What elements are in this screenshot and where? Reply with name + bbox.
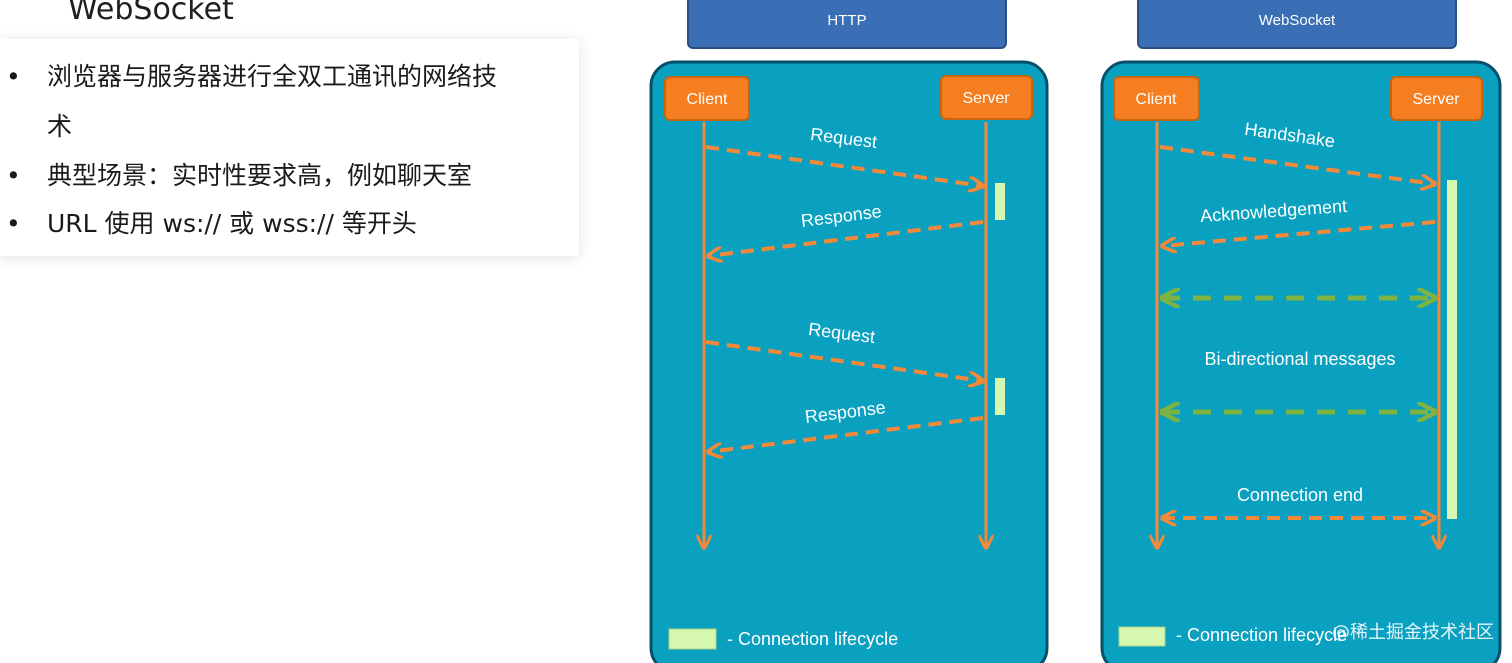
websocket-diagram: WebSocket Client Server Handshake Acknow… bbox=[1100, 0, 1502, 663]
websocket-server-label: Server bbox=[1412, 91, 1460, 108]
http-request-arrow bbox=[705, 145, 983, 186]
websocket-message-label: Bi-directional messages bbox=[1204, 349, 1395, 369]
bullet-dot: • bbox=[6, 209, 21, 238]
bullet-dot: • bbox=[6, 161, 21, 190]
websocket-header-label: WebSocket bbox=[1259, 12, 1336, 29]
websocket-acknowledgement-arrow bbox=[1162, 220, 1436, 246]
http-header-label: HTTP bbox=[827, 12, 866, 29]
http-request-arrow bbox=[705, 340, 983, 381]
http-response-arrow bbox=[708, 220, 984, 256]
websocket-client-box bbox=[1113, 76, 1200, 121]
bullet-card: • 浏览器与服务器进行全双工通讯的网络技 术 • 典型场景：实时性要求高，例如聊… bbox=[0, 39, 579, 256]
bullet-text: URL 使用 ws:// 或 wss:// 等开头 bbox=[47, 209, 417, 238]
websocket-client-label: Client bbox=[1136, 91, 1177, 108]
http-client-label: Client bbox=[687, 91, 728, 108]
http-diagram: HTTP Client Server Request Response Requ… bbox=[649, 0, 1049, 663]
bullet-text: 浏览器与服务器进行全双工通讯的网络技 bbox=[47, 62, 498, 91]
http-response-arrow bbox=[708, 416, 984, 452]
http-legend-swatch bbox=[668, 628, 717, 650]
http-connection-lifecycle-bar bbox=[995, 183, 1005, 220]
http-client-box bbox=[664, 76, 750, 121]
slide-title: WebSocket bbox=[68, 0, 234, 27]
websocket-handshake-arrow bbox=[1159, 145, 1435, 184]
http-legend-label: - Connection lifecycle bbox=[727, 629, 898, 649]
watermark: @稀土掘金技术社区 bbox=[1332, 622, 1494, 643]
http-server-box bbox=[940, 75, 1033, 120]
websocket-legend-swatch bbox=[1118, 626, 1166, 647]
http-connection-lifecycle-bar bbox=[995, 378, 1005, 415]
websocket-legend-label: - Connection lifecycle bbox=[1176, 625, 1347, 645]
websocket-header-box bbox=[1137, 0, 1457, 49]
bullet-dot: • bbox=[6, 62, 21, 91]
http-server-label: Server bbox=[962, 90, 1010, 107]
websocket-server-box bbox=[1390, 76, 1483, 121]
http-panel bbox=[649, 60, 1049, 663]
bullet-text: 典型场景：实时性要求高，例如聊天室 bbox=[47, 161, 473, 190]
websocket-message-label: Connection end bbox=[1237, 485, 1363, 505]
bullet-text: 术 bbox=[47, 112, 73, 141]
http-header-box bbox=[687, 0, 1007, 49]
websocket-connection-lifecycle-bar bbox=[1447, 180, 1457, 519]
